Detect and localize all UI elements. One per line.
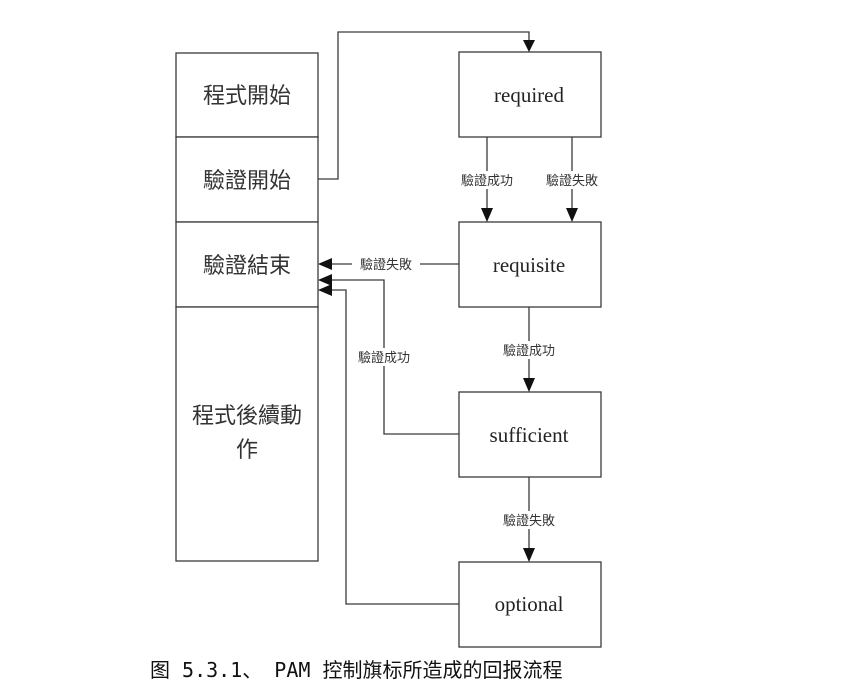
flag-column: required requisite sufficient optional <box>458 51 602 648</box>
connector-sufficient-failure: 驗證失敗 <box>496 477 562 562</box>
box-auth-end <box>175 221 319 308</box>
auth-end-label: 驗證結束 <box>203 254 291 279</box>
connector-required-failure: 驗證失敗 <box>539 137 605 222</box>
edge-label-required-failure: 驗證失敗 <box>546 173 598 189</box>
requisite-label: requisite <box>493 253 565 277</box>
auth-start-label: 驗證開始 <box>203 169 291 194</box>
edge-label-required-success: 驗證成功 <box>461 173 513 189</box>
arrowhead <box>523 378 535 392</box>
edge-label-requisite-success: 驗證成功 <box>503 343 555 359</box>
arrowhead <box>318 258 332 270</box>
arrowhead <box>481 208 493 222</box>
connector-requisite-success: 驗證成功 <box>496 307 562 392</box>
optional-label: optional <box>495 592 564 616</box>
required-label: required <box>494 83 564 107</box>
connector-requisite-failure: 驗證失敗 <box>318 256 459 274</box>
figure-caption: 图 5.3.1、 PAM 控制旗标所造成的回报流程 <box>150 658 562 682</box>
arrowhead <box>523 40 535 52</box>
after-program-label-line2: 作 <box>236 438 258 463</box>
box-program-start <box>175 52 319 138</box>
sufficient-label: sufficient <box>490 423 569 447</box>
program-column: 程式開始 驗證開始 驗證結束 程式後續動 作 <box>175 52 319 562</box>
arrowhead <box>523 548 535 562</box>
box-requisite <box>458 221 602 308</box>
arrowhead <box>318 284 332 296</box>
box-auth-start <box>175 136 319 223</box>
box-after-program <box>175 306 319 562</box>
program-start-label: 程式開始 <box>203 84 291 109</box>
connector-required-success: 驗證成功 <box>454 137 520 222</box>
after-program-label-line1: 程式後續動 <box>192 404 302 429</box>
arrowhead <box>318 274 332 286</box>
edge-label-requisite-failure: 驗證失敗 <box>360 257 412 273</box>
box-sufficient <box>458 391 602 478</box>
connector-sufficient-success: 驗證成功 <box>318 274 459 435</box>
box-optional <box>458 561 602 648</box>
connector-optional-return <box>318 284 459 605</box>
arrowhead <box>566 208 578 222</box>
box-required <box>458 51 602 138</box>
edge-label-sufficient-failure: 驗證失敗 <box>503 513 555 529</box>
connector-auth-start-to-required <box>318 31 535 180</box>
edge-label-sufficient-success: 驗證成功 <box>358 350 410 366</box>
